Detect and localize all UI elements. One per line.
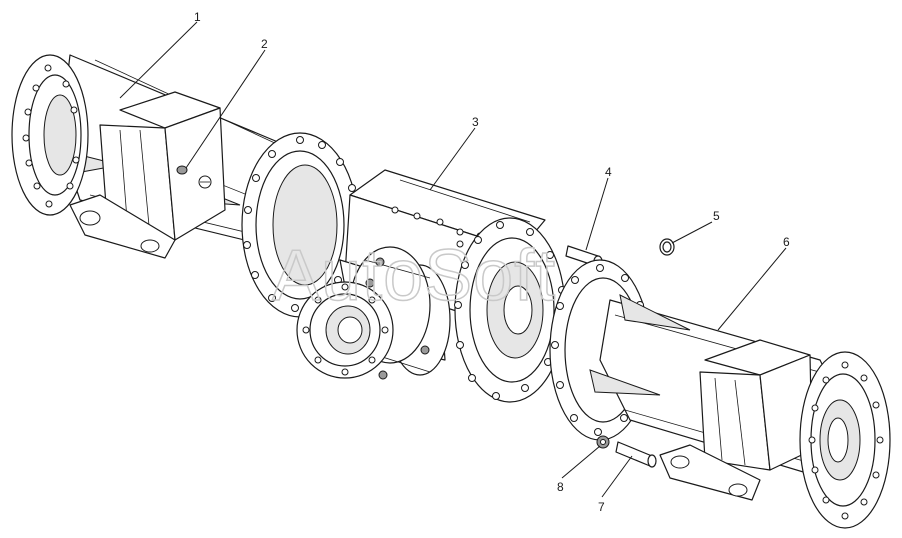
carrier-flange-bolts xyxy=(454,221,566,400)
plug-part-5 xyxy=(659,238,675,256)
stud-part-7 xyxy=(615,441,657,468)
left-flange-bolt-holes xyxy=(22,64,80,208)
callout-1: 1 xyxy=(194,10,201,24)
callout-labels: 1 2 3 4 5 6 7 8 xyxy=(194,10,790,514)
watermark-text: AutoSoft xyxy=(272,236,556,316)
callout-3: 3 xyxy=(472,115,479,129)
nut-part-8 xyxy=(596,435,610,449)
callout-5: 5 xyxy=(713,209,720,223)
right-axle-housing xyxy=(549,259,891,529)
leader-4 xyxy=(585,177,609,251)
leader-6 xyxy=(717,247,787,331)
drain-plug-part-2 xyxy=(176,165,212,189)
leader-1 xyxy=(119,21,198,99)
callout-2: 2 xyxy=(261,37,268,51)
callout-6: 6 xyxy=(783,235,790,249)
differential-housing xyxy=(296,169,566,403)
leader-3 xyxy=(429,127,476,191)
right-end-flange-holes xyxy=(808,361,884,520)
pinion-flange-holes xyxy=(302,283,389,376)
left-axle-housing xyxy=(11,54,359,318)
callout-8: 8 xyxy=(557,480,564,494)
callout-4: 4 xyxy=(605,165,612,179)
leader-lines xyxy=(119,21,787,498)
leader-5 xyxy=(671,221,713,244)
leader-7 xyxy=(601,455,633,498)
callout-7: 7 xyxy=(598,500,605,514)
leader-8 xyxy=(561,445,601,479)
leader-2 xyxy=(185,49,266,169)
